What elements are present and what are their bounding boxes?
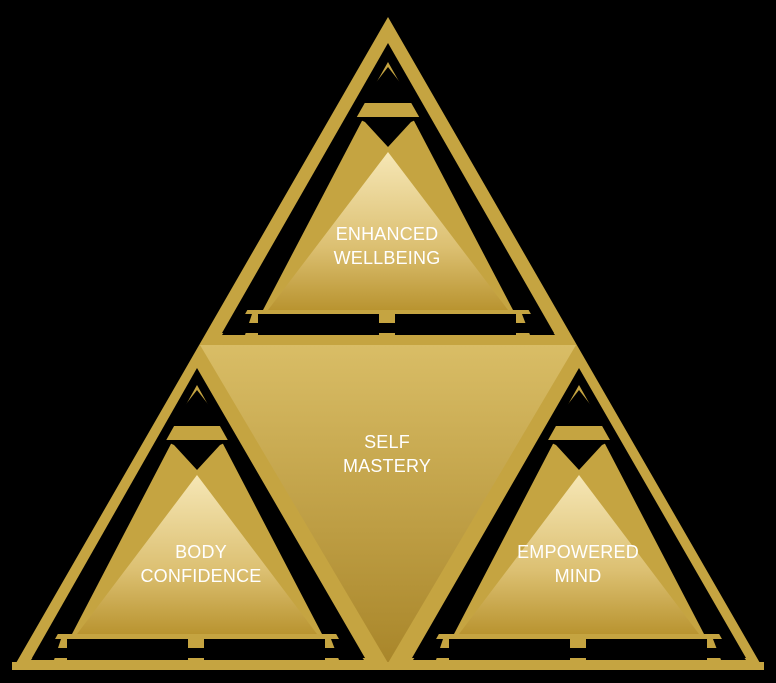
top-left-cutout <box>246 117 364 310</box>
bottom-right-corner-cutout-left <box>413 639 443 660</box>
label-self-mastery: SELF MASTERY <box>287 430 487 478</box>
bottom-right-base-cutout-right <box>586 639 707 660</box>
label-self-mastery-line1: SELF <box>364 432 410 452</box>
top-section <box>222 43 555 335</box>
bottom-right-apex-cutout <box>551 390 607 426</box>
center-triangle <box>200 345 576 663</box>
label-body-confidence-line2: CONFIDENCE <box>140 566 262 586</box>
label-enhanced-wellbeing-line2: WELLBEING <box>333 248 441 268</box>
top-base-cutout-right <box>395 314 516 335</box>
label-body-confidence-line1: BODY <box>175 542 227 562</box>
label-empowered-mind: EMPOWERED MIND <box>478 540 678 588</box>
top-chevron-cutout <box>354 117 422 147</box>
top-right-cutout <box>412 117 530 310</box>
label-body-confidence: BODY CONFIDENCE <box>101 540 301 588</box>
top-corner-cutout-right <box>522 314 555 335</box>
bottom-right-section <box>412 368 746 660</box>
bottom-left-right-cutout <box>221 440 339 634</box>
bottom-left-base-cutout-left <box>67 639 188 660</box>
bottom-right-corner-cutout-right <box>713 639 746 660</box>
bottom-left-apex-cutout <box>169 390 225 426</box>
top-peak <box>268 152 508 310</box>
bottom-right-right-cutout <box>603 440 721 634</box>
label-enhanced-wellbeing-line1: ENHANCED <box>335 224 439 244</box>
label-self-mastery-line2: MASTERY <box>342 456 432 476</box>
bottom-left-corner-cutout-right <box>331 639 364 660</box>
top-apex-cutout <box>360 67 416 103</box>
top-base-cutout-left <box>258 314 379 335</box>
bottom-right-peak <box>459 475 699 634</box>
bottom-left-section <box>31 368 365 660</box>
bottom-right-base-cutout-left <box>449 639 570 660</box>
bottom-right-left-cutout <box>437 440 555 634</box>
bottom-left-base-cutout-right <box>204 639 325 660</box>
top-corner-cutout-left <box>222 314 252 335</box>
bottom-right-chevron-cutout <box>545 440 613 470</box>
base-edge <box>12 662 764 670</box>
label-enhanced-wellbeing: ENHANCED WELLBEING <box>287 222 487 270</box>
label-empowered-mind-line1: EMPOWERED <box>517 542 639 562</box>
bottom-left-chevron-cutout <box>163 440 231 470</box>
bottom-left-left-cutout <box>55 440 173 634</box>
bottom-left-corner-cutout-left <box>31 639 61 660</box>
label-empowered-mind-line2: MIND <box>554 566 602 586</box>
bottom-left-peak <box>77 475 317 634</box>
